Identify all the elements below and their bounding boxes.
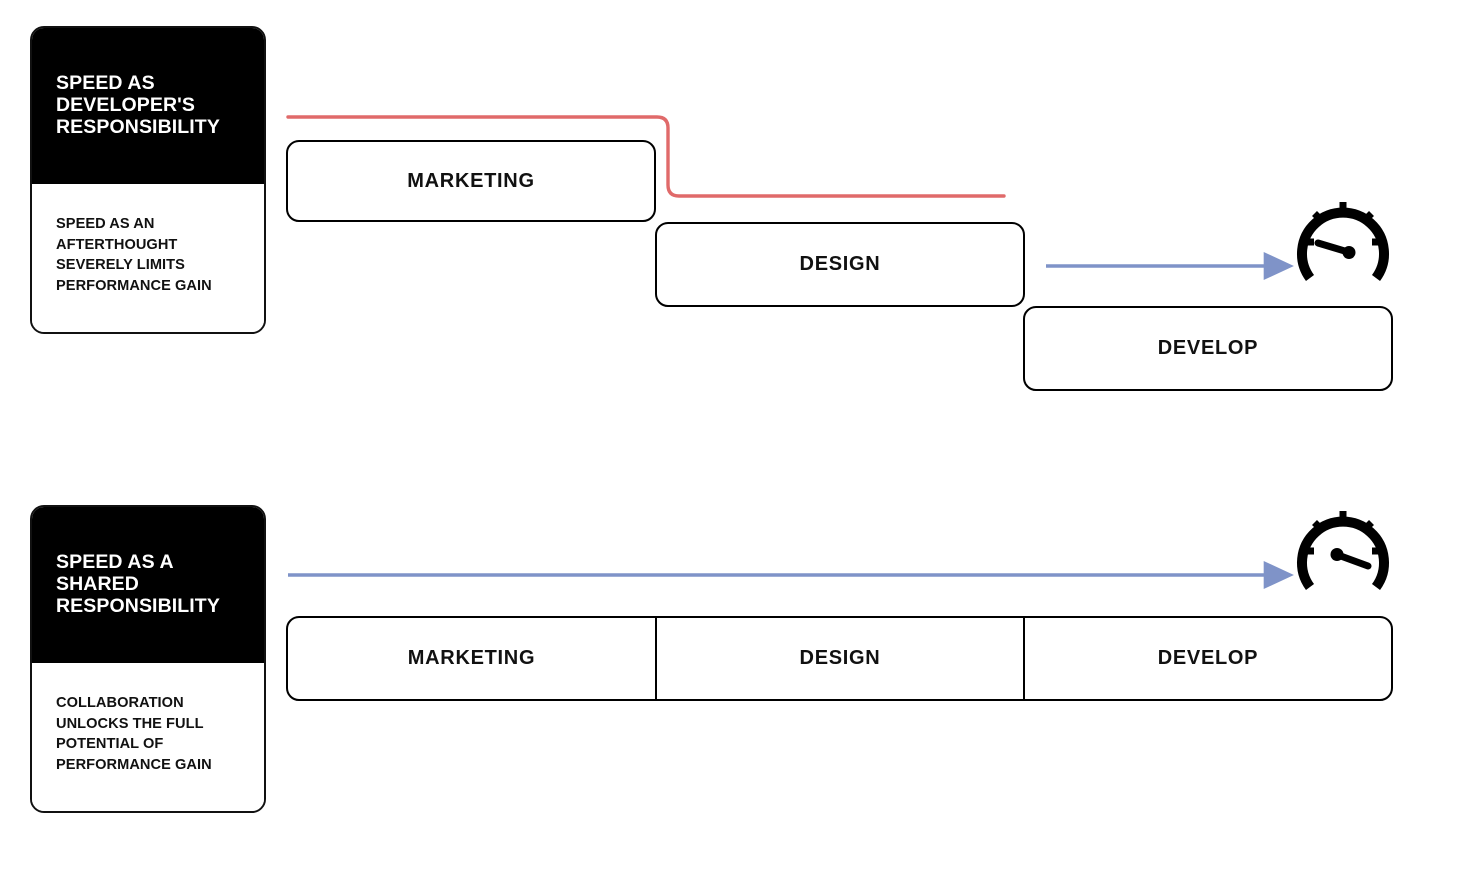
card-body-text: COLLABORATION UNLOCKS THE FULL POTENTIAL… bbox=[56, 695, 212, 774]
stage-segment-design[interactable]: DESIGN bbox=[657, 618, 1025, 699]
stage-segment-develop[interactable]: DEVELOP bbox=[1025, 618, 1391, 699]
speedometer-low-icon bbox=[1288, 196, 1398, 284]
card-heading-text: SPEED AS DEVELOPER'S RESPONSIBILITY bbox=[56, 72, 220, 138]
card-header-shared: SPEED AS A SHARED RESPONSIBILITY bbox=[32, 507, 264, 663]
stage-bar-shared: MARKETING DESIGN DEVELOP bbox=[286, 616, 1393, 701]
stage-box-develop-top[interactable]: DEVELOP bbox=[1023, 306, 1393, 391]
card-body-text: SPEED AS AN AFTERTHOUGHT SEVERELY LIMITS… bbox=[56, 216, 212, 295]
stage-label-develop: DEVELOP bbox=[1157, 647, 1259, 669]
card-body-developer: SPEED AS AN AFTERTHOUGHT SEVERELY LIMITS… bbox=[32, 184, 264, 332]
speedometer-high-icon bbox=[1288, 505, 1398, 593]
stage-label-develop: DEVELOP bbox=[1157, 337, 1259, 359]
card-header-developer: SPEED AS DEVELOPER'S RESPONSIBILITY bbox=[32, 28, 264, 184]
stage-box-marketing-top[interactable]: MARKETING bbox=[286, 140, 656, 222]
stage-box-design-top[interactable]: DESIGN bbox=[655, 222, 1025, 307]
card-developer-responsibility: SPEED AS DEVELOPER'S RESPONSIBILITY SPEE… bbox=[30, 26, 266, 334]
card-heading-text: SPEED AS A SHARED RESPONSIBILITY bbox=[56, 551, 220, 617]
stage-label-design: DESIGN bbox=[799, 253, 881, 275]
stage-segment-marketing[interactable]: MARKETING bbox=[288, 618, 657, 699]
stage-label-marketing: MARKETING bbox=[407, 169, 535, 192]
card-body-shared: COLLABORATION UNLOCKS THE FULL POTENTIAL… bbox=[32, 663, 264, 811]
stage-label-design: DESIGN bbox=[799, 647, 881, 669]
stage-label-marketing: MARKETING bbox=[407, 647, 536, 669]
card-shared-responsibility: SPEED AS A SHARED RESPONSIBILITY COLLABO… bbox=[30, 505, 266, 813]
